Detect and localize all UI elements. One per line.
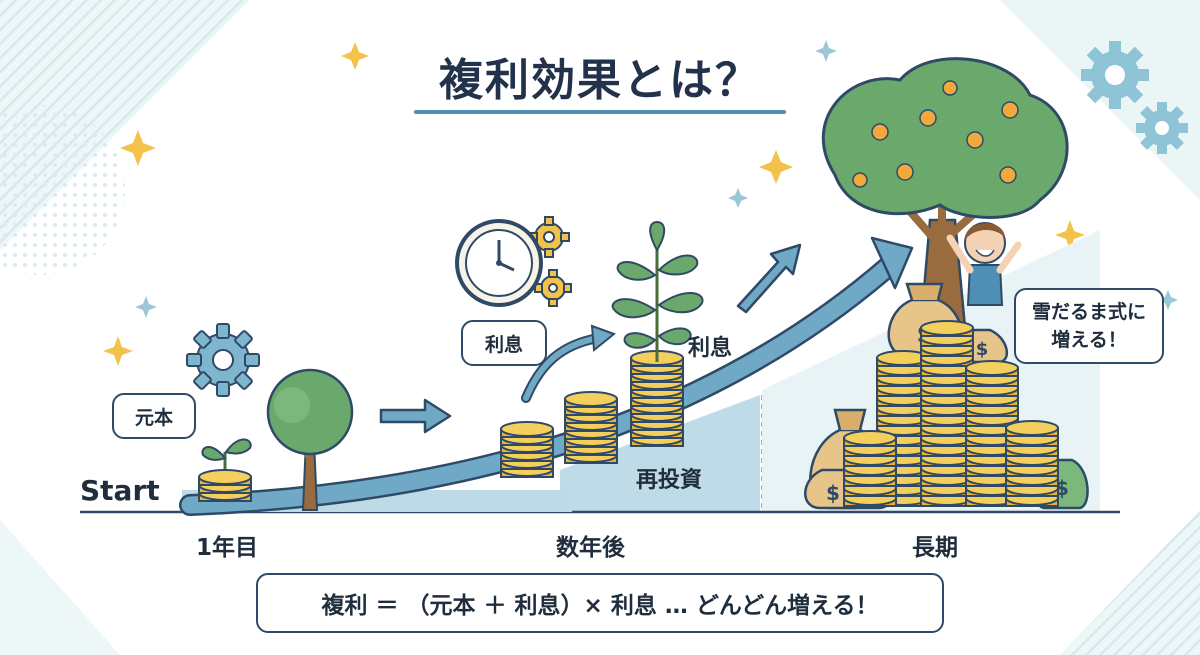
stage-label-several-years: 数年後 xyxy=(556,535,625,561)
coin-stack xyxy=(198,469,252,502)
principal-label: 元本 xyxy=(134,407,173,429)
principal-bubble: 元本 xyxy=(112,393,196,439)
snowball-line-1: 雪だるま式に xyxy=(1031,301,1146,323)
stage-label-year1: 1年目 xyxy=(196,535,259,561)
plant-icon xyxy=(611,220,704,362)
snowball-line-2: 増える！ xyxy=(1051,329,1127,351)
gear-icon xyxy=(186,216,572,397)
snowball-bubble: 雪だるま式に 増える！ xyxy=(1014,288,1164,364)
svg-text:$: $ xyxy=(826,481,840,505)
formula-text: 複利 ＝ （元本 ＋ 利息）× 利息 … どんどん増える！ xyxy=(321,593,879,619)
interest-bubble: 利息 xyxy=(461,320,547,366)
formula-box: 複利 ＝ （元本 ＋ 利息）× 利息 … どんどん増える！ xyxy=(256,573,944,633)
reinvest-label: 再投資 xyxy=(636,468,703,493)
child-icon xyxy=(946,222,1022,306)
arrow-icon xyxy=(379,243,802,434)
page-title: 複利効果とは？ xyxy=(439,55,761,106)
sparkle-icons xyxy=(103,40,1178,366)
tree-icon xyxy=(266,368,354,511)
interest-label: 利息 xyxy=(688,336,733,361)
start-label: Start xyxy=(80,474,160,507)
interest-bubble-label: 利息 xyxy=(484,334,523,356)
svg-text:$: $ xyxy=(976,339,989,360)
stage-label-long-term: 長期 xyxy=(912,535,958,561)
clock-icon xyxy=(455,219,543,307)
gear-icon xyxy=(1081,41,1188,154)
title-underline xyxy=(414,110,786,114)
